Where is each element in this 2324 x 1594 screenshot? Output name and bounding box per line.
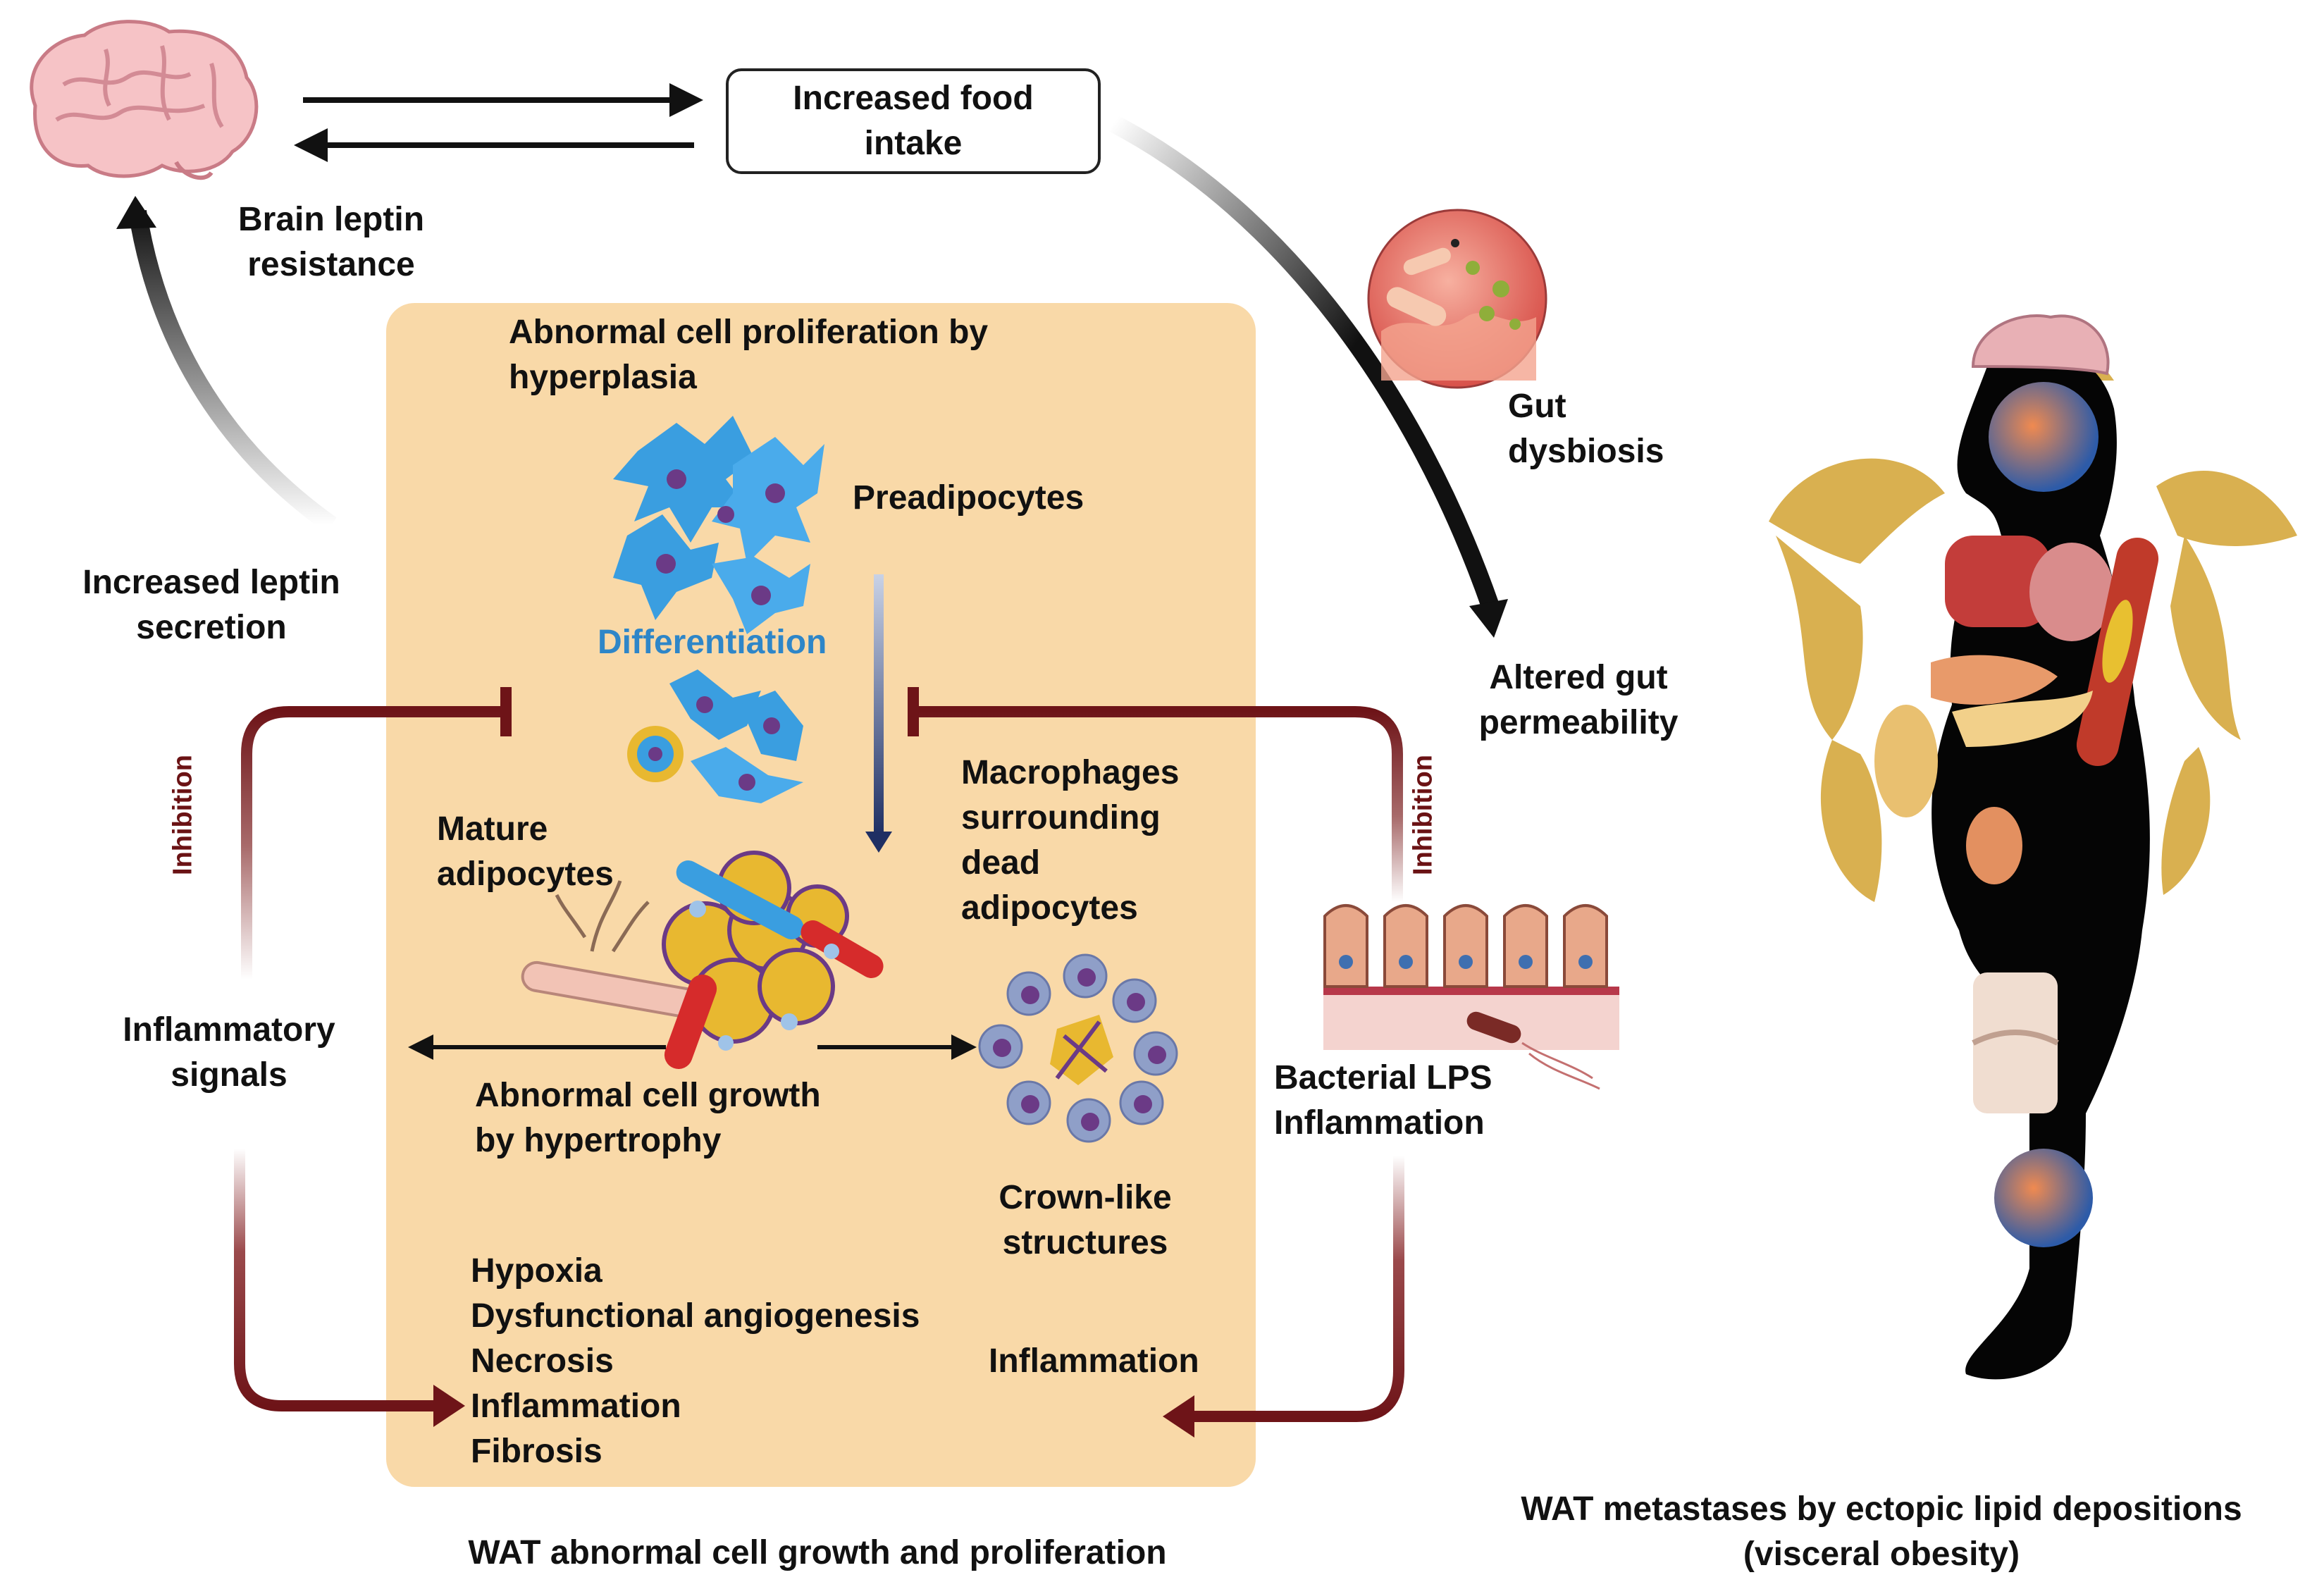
panel-title: Abnormal cell proliferation by hyperplas… [509,314,989,396]
differentiation-arrow [874,574,884,835]
food-intake-box: Increased food intake [726,68,1101,174]
brain-leptin-label: Brain leptin resistance [237,201,425,283]
left-inhibition-bar [500,687,512,736]
adipose-tissue-icon [521,851,884,1069]
brain-icon [30,20,259,180]
consequences-list: Hypoxia Dysfunctional angiogenesis Necro… [471,1252,920,1470]
gut-microbiota-icon [1367,209,1547,389]
crown-like-structure-icon [978,953,1178,1143]
left-inhibition-line [241,706,507,980]
preadipocytes-label: Preadipocytes [853,479,1084,517]
hypertrophy-label: Abnormal cell growth by hypertrophy [475,1077,821,1159]
left-down-arrow [234,1149,437,1411]
intestinal-epithelium-icon [1323,904,1619,1090]
inflammatory-signals-label: Inflammatory signals [123,1011,335,1094]
food-intake-label: Increased food intake [793,80,1034,162]
inhibition-right-label: Inhibition [1408,755,1438,875]
gut-dysbiosis-label: Gut dysbiosis [1508,388,1664,470]
inflammation-label: Inflammation [989,1342,1199,1380]
right-inhibition-line [913,706,1403,902]
differentiation-label: Differentiation [598,624,827,661]
differentiating-cells-icon [627,669,803,803]
mature-adipocytes-label: Mature adipocytes [437,810,614,893]
food-gut-curved-arrow [1108,115,1500,610]
macrophages-label: Macrophages surrounding dead adipocytes [961,754,1180,927]
leptin-secretion-label: Increased leptin secretion [82,564,340,646]
right-down-arrow [1191,1156,1404,1422]
right-inhibition-bar [908,687,919,736]
preadipocyte-cells-icon [613,416,824,634]
caption-left: WAT abnormal cell growth and proliferati… [468,1534,1167,1571]
obese-human-silhouette-icon [1769,314,2297,1380]
food-gut-arrowhead [1469,599,1508,638]
crown-like-label: Crown-like structures [999,1179,1172,1261]
leptin-arrowhead [116,196,156,229]
bacterial-lps-label: Bacterial LPS Inflammation [1274,1059,1492,1142]
gut-permeability-label: Altered gut permeability [1478,659,1679,741]
caption-right: WAT metastases by ectopic lipid depositi… [1521,1490,2242,1573]
inhibition-left-label: Inhibition [168,755,198,875]
